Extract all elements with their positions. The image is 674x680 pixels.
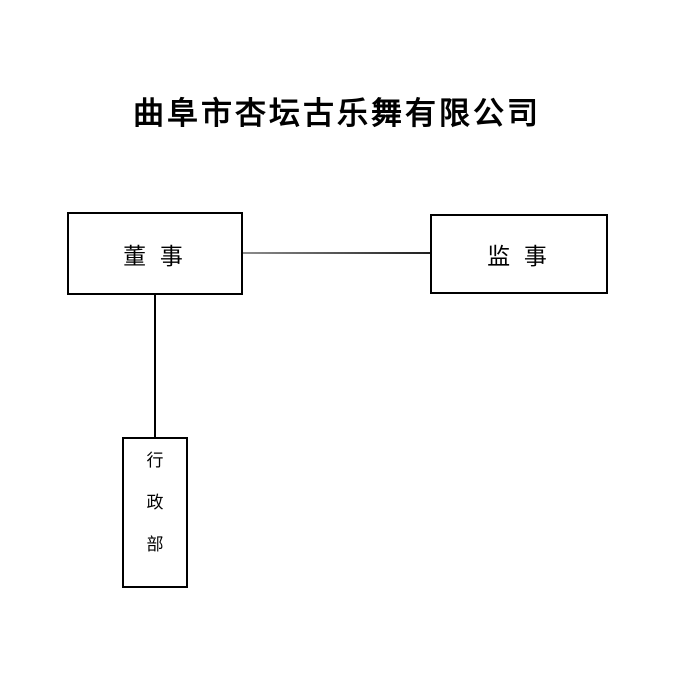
- connector-dongshi-jianshi: [243, 252, 430, 254]
- org-node-xingzhengbu-char-3: 部: [146, 535, 164, 554]
- page-title: 曲阜市杏坛古乐舞有限公司: [133, 96, 541, 131]
- org-node-xingzhengbu-char-1: 行: [146, 451, 164, 470]
- org-node-dongshi: 董 事: [67, 212, 243, 295]
- connector-dongshi-xingzhengbu: [154, 295, 156, 437]
- org-node-jianshi-label: 监 事: [487, 244, 551, 269]
- org-node-jianshi: 监 事: [430, 214, 608, 294]
- org-node-xingzhengbu-char-2: 政: [146, 493, 164, 512]
- org-node-xingzhengbu: 行 政 部: [122, 437, 188, 588]
- org-node-dongshi-label: 董 事: [123, 243, 187, 269]
